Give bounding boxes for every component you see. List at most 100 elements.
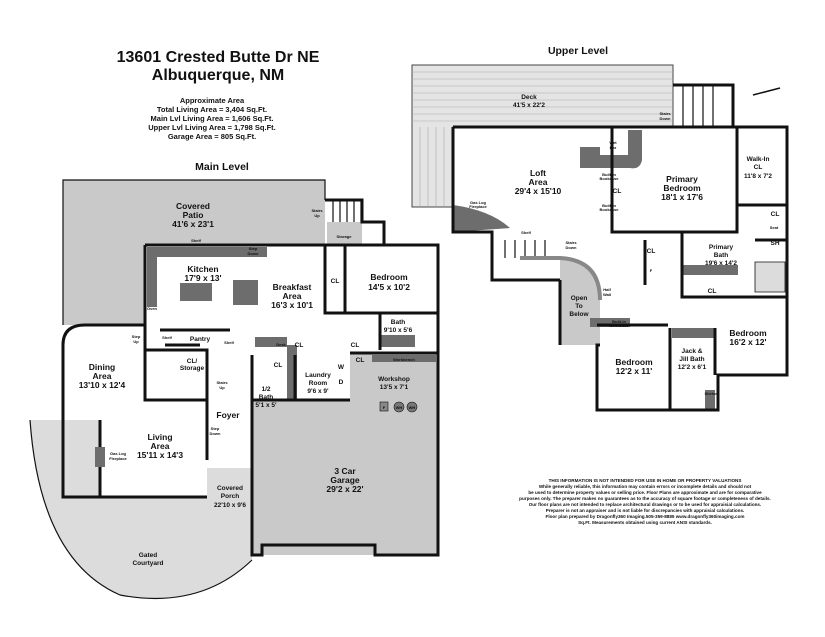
shelf-label: Shelf [224,340,234,345]
room-name: Primary [709,244,734,251]
room-name: Area [529,177,548,187]
shelf-label: Shelf [162,335,172,340]
oven-label: Oven [147,306,158,311]
step-up-label: Up [133,339,139,344]
room-half-bath: 1/2 Bath 5'1 x 5' [255,386,277,409]
room-name: Bath [259,394,273,401]
disclaimer-line: Floor plan prepared by Dragonfly360 Imag… [546,514,745,519]
room-name: Kitchen [187,264,218,274]
room-name: Area [93,371,112,381]
room-name: Bedroom [370,272,408,282]
closet-label: CL [356,357,365,364]
open-label: Below [569,311,589,318]
room-laundry: Laundry Room 9'6 x 9' [305,372,331,395]
room-name: Porch [221,493,239,500]
room-name: Covered [217,485,243,492]
room-name: Bath [714,252,728,259]
stairs-up-label: Stairs [311,208,323,213]
room-jack-jill-bath: Jack & Jill Bath 12'2 x 6'1 [678,348,707,371]
stairs-up-label: Up [219,385,225,390]
shelf-label: Shelf [521,230,531,235]
room-primary-bath: Primary Bath 19'6 x 14'2 [705,244,737,267]
bookcase-label: Built-in [602,172,616,177]
closet-label: CL [351,342,360,349]
room-dims: 13'10 x 12'4 [79,380,126,390]
room-name: Garage [330,475,360,485]
shelf-label: Shelf [191,238,201,243]
room-name: Covered [176,201,210,211]
patio-area [63,180,325,325]
room-kitchen: Kitchen 17'9 x 13' [184,264,221,283]
bookcase-label: Built-in [612,319,626,324]
seat-label: Seat [770,225,779,230]
stairs-up-label: Stairs [216,380,228,385]
room-name: CL [754,164,763,171]
disclaimer-line: be used to determine property values or … [528,490,762,495]
city-title: Albuquerque, NM [152,67,284,84]
closet-label: CL [613,188,622,195]
open-label: To [575,303,582,310]
step-down-label: Down [248,251,259,256]
room-dims: 41'6 x 23'1 [172,219,214,229]
room-dims: 9'10 x 5'6 [384,327,413,334]
wet-bar-label: Wet [609,140,617,145]
fireplace-label: Fireplace [109,456,127,461]
desk-label: Desk [276,342,286,347]
room-dims: 29'2 x 22' [326,484,363,494]
closet-label: CL [708,288,717,295]
room-workshop: Workshop 13'5 x 7'1 [378,376,410,391]
fireplace-label: Gas Log [470,200,487,205]
room-name: Living [147,432,172,442]
main-level-title: Main Level [195,161,249,173]
room-dims: 19'6 x 14'2 [705,260,737,267]
room-name: Area [151,441,170,451]
room-name: Bedroom [729,328,767,338]
room-name: Courtyard [132,560,163,567]
room-foyer: Foyer [216,410,240,420]
room-dims: 14'5 x 10'2 [368,282,410,292]
room-name: Breakfast [273,282,312,292]
room-name: Jill Bath [679,356,704,363]
stairs-down-label: Down [660,116,671,121]
room-name: 1/2 [261,386,270,393]
area-total: Total Living Area = 3,404 Sq.Ft. [157,105,267,114]
room-name: Laundry [305,372,331,379]
room-name: Deck [521,94,537,101]
stairs-down-label: Down [566,245,577,250]
bookcase-label: Bookcase [610,323,630,328]
room-name: Gated [139,552,157,559]
cl-storage-label: CL/ [187,358,198,365]
main-level-plan [29,179,440,600]
room-primary-bedroom: Primary Bedroom 18'1 x 17'6 [661,174,703,202]
stairs-down-label: Stairs [659,111,671,116]
area-summary: Approximate Area Total Living Area = 3,4… [148,96,275,141]
upper-level-plan [411,64,789,412]
room-name: Bath [391,319,405,326]
garage-area [252,400,438,555]
closet-label: CL [331,278,340,285]
room-walk-in-closet: Walk-In CL 11'8 x 7'2 [744,156,772,180]
room-name: Bedroom [663,183,701,193]
closet-label: CL [771,211,780,218]
main-room-labels: Covered Patio 41'6 x 23'1 Kitchen 17'9 x… [79,201,416,567]
room-living-area: Living Area 15'11 x 14'3 [137,432,183,460]
disclaimer-line: Sq.Ft. Measurements obtained using curre… [578,520,712,525]
room-dims: 13'5 x 7'1 [380,384,409,391]
room-name: Dining [89,362,115,372]
room-loft-area: Loft Area 29'4 x 15'10 [515,168,562,196]
open-label: Open [571,295,588,302]
fireplace-f-label: F [650,268,653,273]
room-gated-courtyard: Gated Courtyard [132,552,163,567]
furnace-label: F [383,405,386,410]
fireplace-label: Fireplace [469,204,487,209]
room-name: Patio [183,210,204,220]
room-dims: 5'1 x 5' [255,402,277,409]
courtyard-area [30,420,252,599]
room-dims: 18'1 x 17'6 [661,192,703,202]
disclaimer-line: THIS INFORMATION IS NOT INTENDED FOR USE… [549,478,742,483]
step-down-label: Step [249,246,258,251]
stairs-up-label: Up [314,213,320,218]
room-name: Loft [530,168,546,178]
closet-label: CL [295,342,304,349]
